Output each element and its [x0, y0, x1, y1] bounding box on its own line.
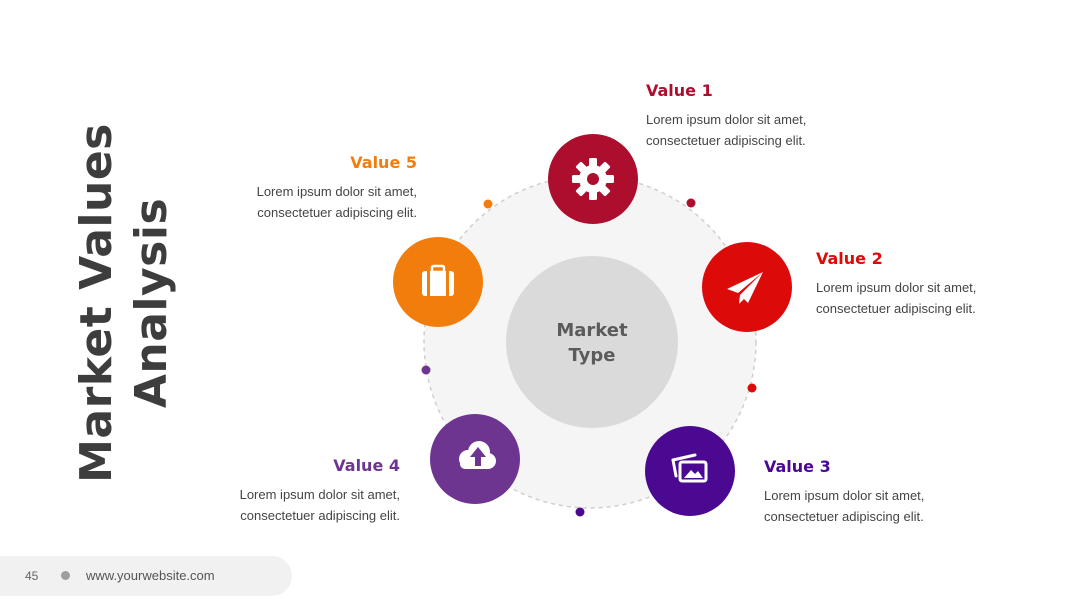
value-4-block: Value 4 Lorem ipsum dolor sit amet, cons…: [200, 456, 400, 526]
value-node-2-circle: [702, 242, 792, 332]
page-number: 45: [25, 569, 39, 583]
value-4-title: Value 4: [333, 456, 400, 475]
value-3-title: Value 3: [764, 457, 831, 476]
value-node-3: [645, 426, 735, 516]
center-circle: [506, 256, 678, 428]
briefcase-icon: [422, 264, 454, 296]
footer-dot: [61, 571, 70, 580]
connector-dot-5: [483, 199, 493, 209]
center-label-line-2: Type: [569, 345, 616, 366]
value-1-line-2: consectetuer adipiscing elit.: [646, 133, 806, 148]
value-node-5: [393, 237, 483, 327]
center-label-line-1: Market: [556, 320, 628, 341]
value-node-3-circle: [645, 426, 735, 516]
cloud-upload-icon: [459, 441, 496, 469]
value-4-line-2: consectetuer adipiscing elit.: [240, 508, 400, 523]
connector-dot-3: [575, 507, 585, 517]
value-4-line-1: Lorem ipsum dolor sit amet,: [239, 487, 400, 502]
value-1-title: Value 1: [646, 81, 713, 100]
value-2-line-1: Lorem ipsum dolor sit amet,: [816, 280, 977, 295]
value-5-block: Value 5 Lorem ipsum dolor sit amet, cons…: [217, 153, 417, 223]
connector-dot-1: [686, 198, 696, 208]
value-node-1: [548, 134, 638, 224]
value-3-line-2: consectetuer adipiscing elit.: [764, 509, 924, 524]
value-5-title: Value 5: [350, 153, 417, 172]
value-3-block: Value 3 Lorem ipsum dolor sit amet, cons…: [764, 457, 964, 527]
value-2-block: Value 2 Lorem ipsum dolor sit amet, cons…: [816, 249, 1016, 319]
value-3-line-1: Lorem ipsum dolor sit amet,: [764, 488, 925, 503]
value-node-2: [702, 242, 792, 332]
value-2-line-2: consectetuer adipiscing elit.: [816, 301, 976, 316]
footer-bar: 45 www.yourwebsite.com: [0, 556, 292, 596]
value-2-title: Value 2: [816, 249, 883, 268]
connector-dot-2: [747, 383, 757, 393]
image-icon: [671, 453, 708, 483]
paper-plane-icon: [727, 272, 763, 304]
value-1-line-1: Lorem ipsum dolor sit amet,: [646, 112, 807, 127]
gear-icon: [572, 158, 614, 200]
value-node-4: [430, 414, 520, 504]
value-1-block: Value 1 Lorem ipsum dolor sit amet, cons…: [646, 81, 846, 151]
connector-dot-4: [421, 365, 431, 375]
website-link[interactable]: www.yourwebsite.com: [86, 568, 215, 583]
value-5-line-2: consectetuer adipiscing elit.: [257, 205, 417, 220]
value-5-line-1: Lorem ipsum dolor sit amet,: [256, 184, 417, 199]
